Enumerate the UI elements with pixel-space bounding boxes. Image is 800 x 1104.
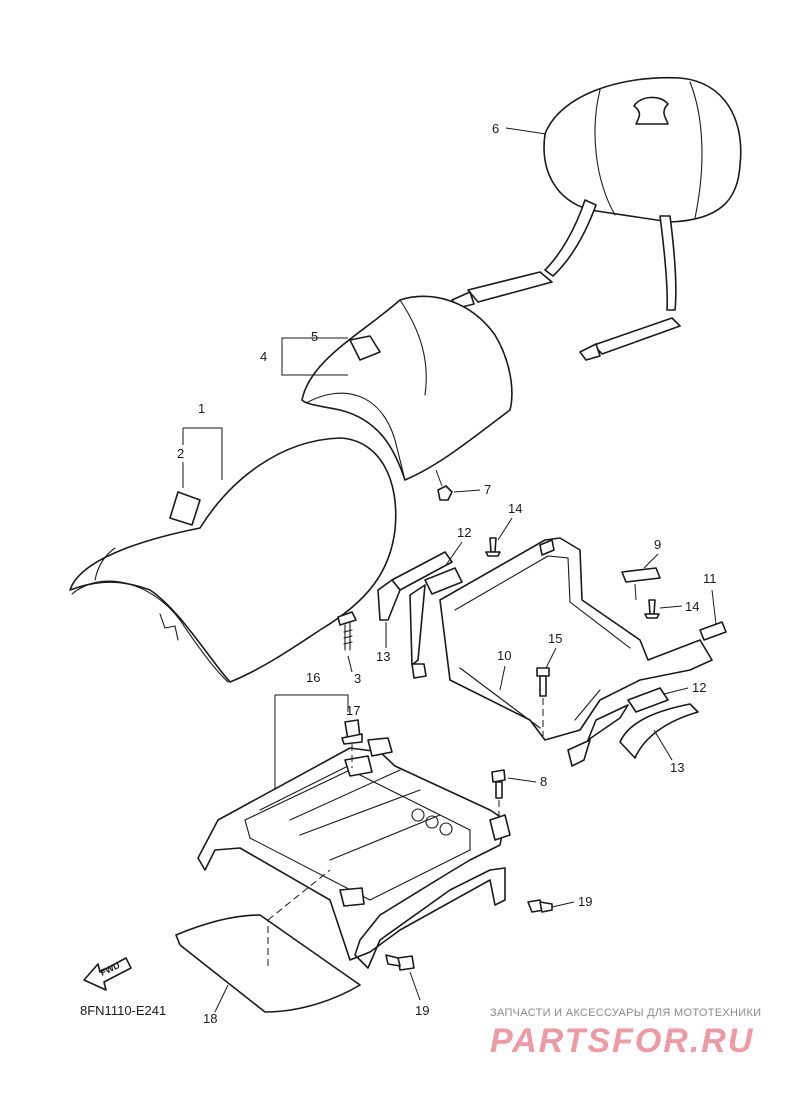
rivet-b	[644, 599, 660, 619]
leader-19b	[409, 971, 421, 1001]
callout-18: 18	[203, 1011, 217, 1026]
callout-12b: 12	[692, 680, 706, 695]
leader-16	[274, 694, 349, 790]
callout-14a: 14	[508, 501, 522, 516]
leader-15	[545, 647, 557, 669]
leader-7-top	[435, 469, 443, 487]
diagram-code: 8FN1110-E241	[80, 1003, 167, 1018]
callout-16: 16	[306, 670, 320, 685]
grip-right	[567, 687, 699, 767]
leader-8	[507, 777, 537, 783]
leader-9b	[634, 583, 637, 601]
callout-15: 15	[548, 631, 562, 646]
leader-6	[505, 127, 547, 135]
base-frame	[197, 737, 511, 969]
callout-7: 7	[484, 482, 491, 497]
bolt-8	[491, 769, 506, 799]
callout-5: 5	[311, 329, 318, 344]
rivet-a	[485, 537, 501, 557]
frame-end-clip	[699, 621, 727, 641]
callout-12a: 12	[457, 525, 471, 540]
seat-lock-spring	[337, 611, 357, 651]
callout-4: 4	[260, 349, 267, 364]
grip-left	[377, 551, 463, 679]
leader-19a	[551, 901, 575, 908]
watermark-text: ЗАПЧАСТИ И АКСЕССУАРЫ ДЛЯ МОТОТЕХНИКИ	[490, 1007, 762, 1019]
nut	[437, 485, 453, 501]
watermark-logo: PARTSFOR.RU	[490, 1022, 755, 1060]
leader-14b	[659, 605, 683, 609]
front-seat	[69, 437, 397, 683]
rear-seat	[301, 295, 513, 481]
guide-18b	[267, 869, 331, 921]
bolt-19a	[527, 899, 553, 913]
leader-9	[643, 553, 659, 569]
leader-14a	[497, 517, 513, 541]
callout-11: 11	[703, 571, 717, 586]
leader-4-5	[281, 337, 348, 376]
backrest	[451, 76, 742, 361]
callout-8: 8	[540, 774, 547, 789]
bolt-15	[536, 667, 550, 697]
bolt-19b	[385, 954, 415, 971]
callout-1: 1	[198, 401, 205, 416]
callout-19a: 19	[578, 894, 592, 909]
label	[621, 567, 661, 583]
callout-3: 3	[354, 671, 361, 686]
leader-10	[499, 665, 506, 691]
callout-17: 17	[346, 703, 360, 718]
callout-2: 2	[177, 446, 184, 461]
callout-14b: 14	[685, 599, 699, 614]
damper	[341, 719, 363, 745]
leader-1-2	[182, 427, 223, 488]
callout-10: 10	[497, 648, 511, 663]
callout-9: 9	[654, 537, 661, 552]
leader-12a	[445, 541, 463, 566]
callout-13b: 13	[670, 760, 684, 775]
callout-6: 6	[492, 121, 499, 136]
callout-13a: 13	[376, 649, 390, 664]
leader-13b	[653, 729, 673, 761]
leader-18	[214, 984, 229, 1013]
fwd-arrow-icon: FWD	[83, 957, 132, 991]
leader-12b	[663, 687, 689, 695]
callout-19b: 19	[415, 1003, 429, 1018]
leader-7	[453, 489, 481, 493]
leader-3	[347, 655, 353, 673]
seat-frame-tube	[439, 537, 713, 741]
leader-11	[711, 589, 717, 625]
